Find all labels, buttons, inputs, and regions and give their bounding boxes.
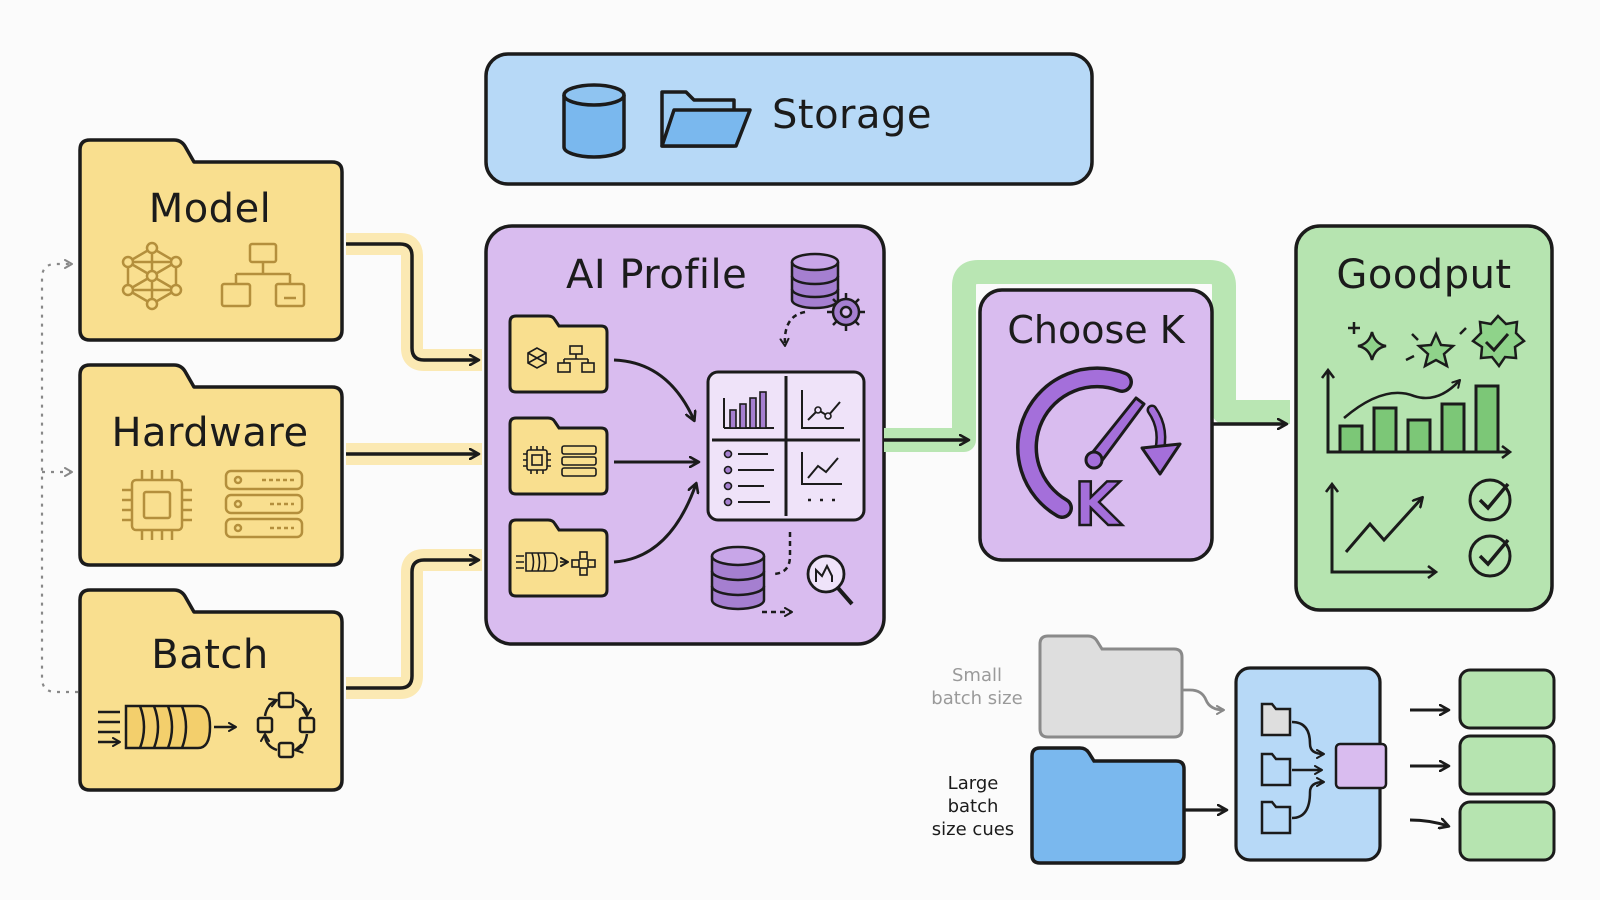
mini-model-folder	[508, 314, 609, 394]
model-folder	[78, 138, 344, 342]
dashboard-panel-icon	[706, 370, 866, 522]
batch-folder	[78, 588, 344, 792]
cpu-chip-icon	[122, 470, 192, 540]
batch-label: Batch	[151, 632, 269, 678]
database-cylinder-icon	[562, 83, 626, 159]
large-batch-label: Large batch size cues	[931, 773, 1015, 840]
gauge-k-letter: K	[1073, 469, 1122, 542]
batch-to-profile-arrow	[346, 560, 478, 690]
neural-network-icon	[121, 241, 183, 311]
storage-label: Storage	[772, 92, 933, 138]
queue-icon	[98, 704, 237, 748]
output-block-1	[1458, 668, 1556, 730]
model-to-profile-arrow	[346, 242, 478, 360]
server-rack-icon	[224, 469, 304, 539]
check-circle-icon	[1468, 478, 1512, 578]
hardware-label: Hardware	[111, 410, 309, 456]
analytics-magnifier-icon	[806, 554, 854, 606]
hardware-folder	[78, 363, 344, 567]
output-block-3	[1458, 800, 1556, 862]
large-batch-folder	[1030, 746, 1186, 865]
hierarchy-icon	[220, 242, 306, 308]
open-folder-icon	[660, 90, 752, 148]
sparkle-icon	[1348, 322, 1387, 361]
bar-chart-icon	[1320, 367, 1513, 460]
gauge-icon	[1016, 366, 1182, 519]
star-badge-icon	[1405, 314, 1526, 369]
database-sync-icon	[710, 532, 793, 617]
model-label: Model	[148, 186, 272, 232]
choose-k-title: Choose K	[1007, 308, 1185, 352]
trend-line-icon	[1324, 481, 1439, 580]
small-batch-label: Small batch size	[931, 665, 1023, 709]
storage-box	[484, 52, 1094, 186]
mini-hardware-folder	[508, 416, 609, 496]
database-gear-icon	[779, 252, 865, 347]
output-block-2	[1458, 734, 1556, 796]
goodput-title: Goodput	[1336, 252, 1512, 298]
mini-batch-folder	[508, 518, 609, 598]
small-batch-folder	[1038, 634, 1184, 739]
cycle-icon	[256, 691, 316, 759]
ai-profile-title: AI Profile	[566, 252, 748, 298]
feedback-dotted-line	[40, 259, 78, 694]
